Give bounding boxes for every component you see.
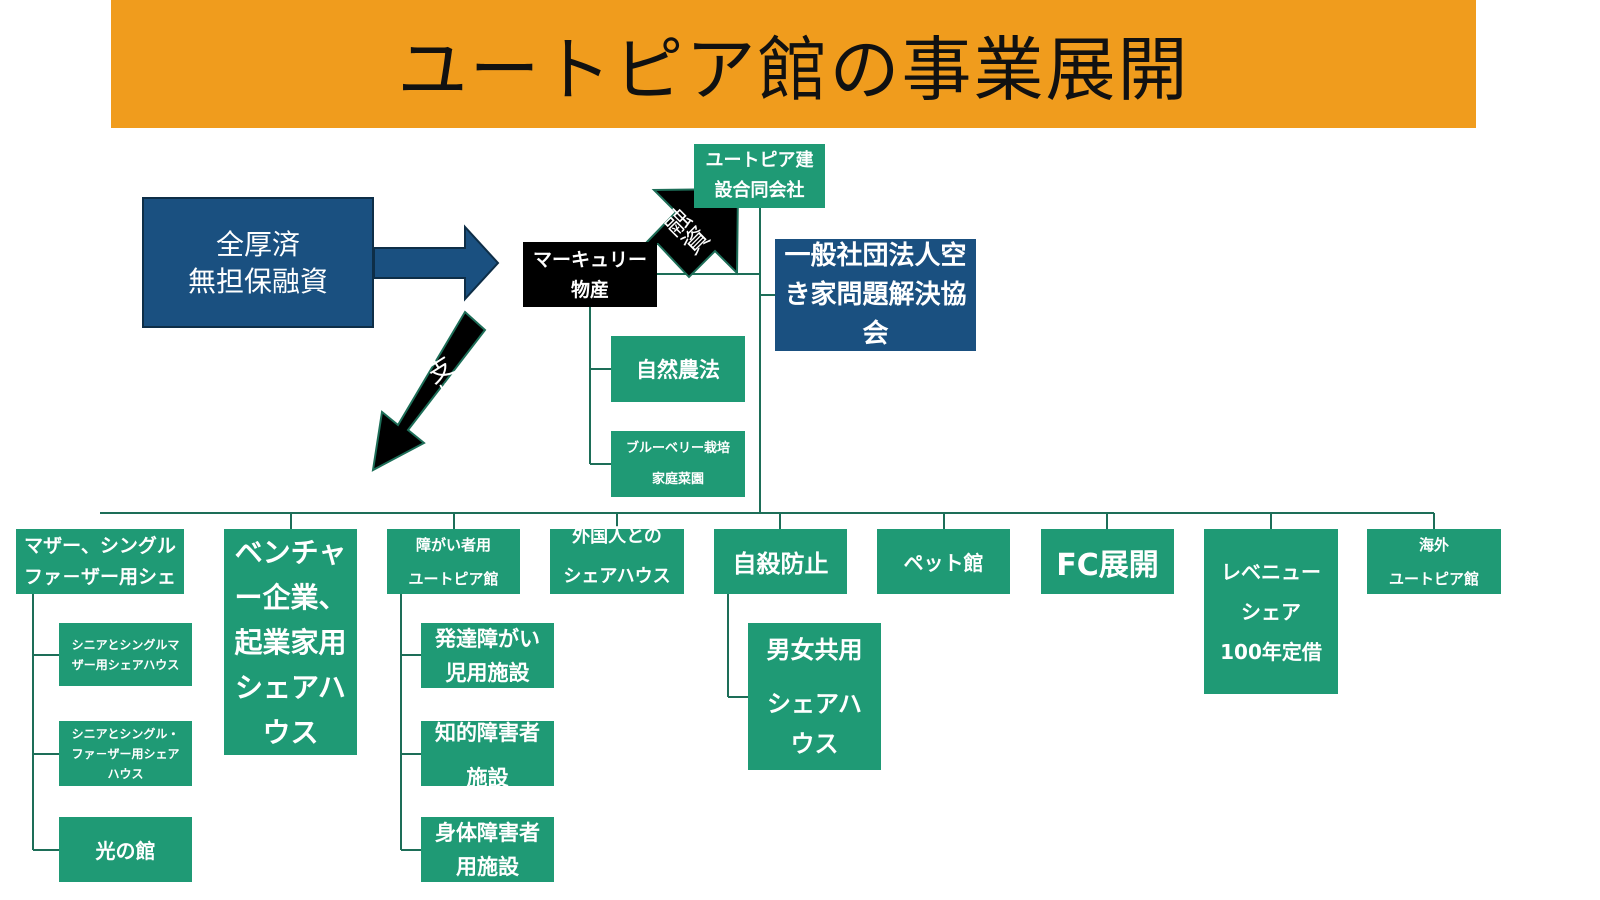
disability-utopia-box: 障がい者用ユートピア館 — [387, 529, 520, 594]
suicide-prevention-box: 自殺防止 — [714, 529, 847, 594]
unsecured-loan-box: 全厚済無担保融資 — [142, 197, 374, 328]
single-parent-share-box: マザー、シングルファ－ザー用シェ — [16, 529, 184, 594]
senior-single-father-box: シニアとシングル・ファ－ザー用シェアハウス — [59, 721, 192, 786]
title-bar: ユートピア館の事業展開 — [111, 0, 1476, 128]
natural-farming-box: 自然農法 — [611, 336, 745, 402]
mercury-products-box: マーキュリー物産 — [523, 242, 657, 307]
blueberry-garden-box: ブルーベリー栽培家庭菜園 — [611, 431, 745, 497]
page-title: ユートピア館の事業展開 — [397, 29, 1190, 111]
house-of-light-box: 光の館 — [59, 817, 192, 882]
venture-share-house-box: ベンチャー企業、起業家用シェアハウス — [224, 529, 357, 755]
overseas-utopia-box: 海外ユートピア館 — [1367, 529, 1501, 594]
foreigner-share-house-box: 外国人とのシェアハウス — [550, 526, 684, 594]
senior-single-mother-box: シニアとシングルマザー用シェアハウス — [59, 623, 192, 686]
utopia-construction-box: ユートピア建設合同会社 — [694, 144, 825, 208]
unisex-share-house-box: 男女共用シェアハウス — [748, 623, 881, 770]
support-arrow — [371, 310, 487, 472]
vacant-house-association-box: 一般社団法人空き家問題解決協会 — [775, 239, 976, 351]
loan-arrow — [373, 224, 500, 302]
physical-disability-box: 身体障害者用施設 — [421, 817, 554, 882]
developmental-disability-box: 発達障がい児用施設 — [421, 623, 554, 688]
pet-house-box: ペット館 — [877, 529, 1010, 594]
fc-expansion-box: FC展開 — [1041, 529, 1174, 594]
intellectual-disability-box: 知的障害者施設 — [421, 721, 554, 790]
